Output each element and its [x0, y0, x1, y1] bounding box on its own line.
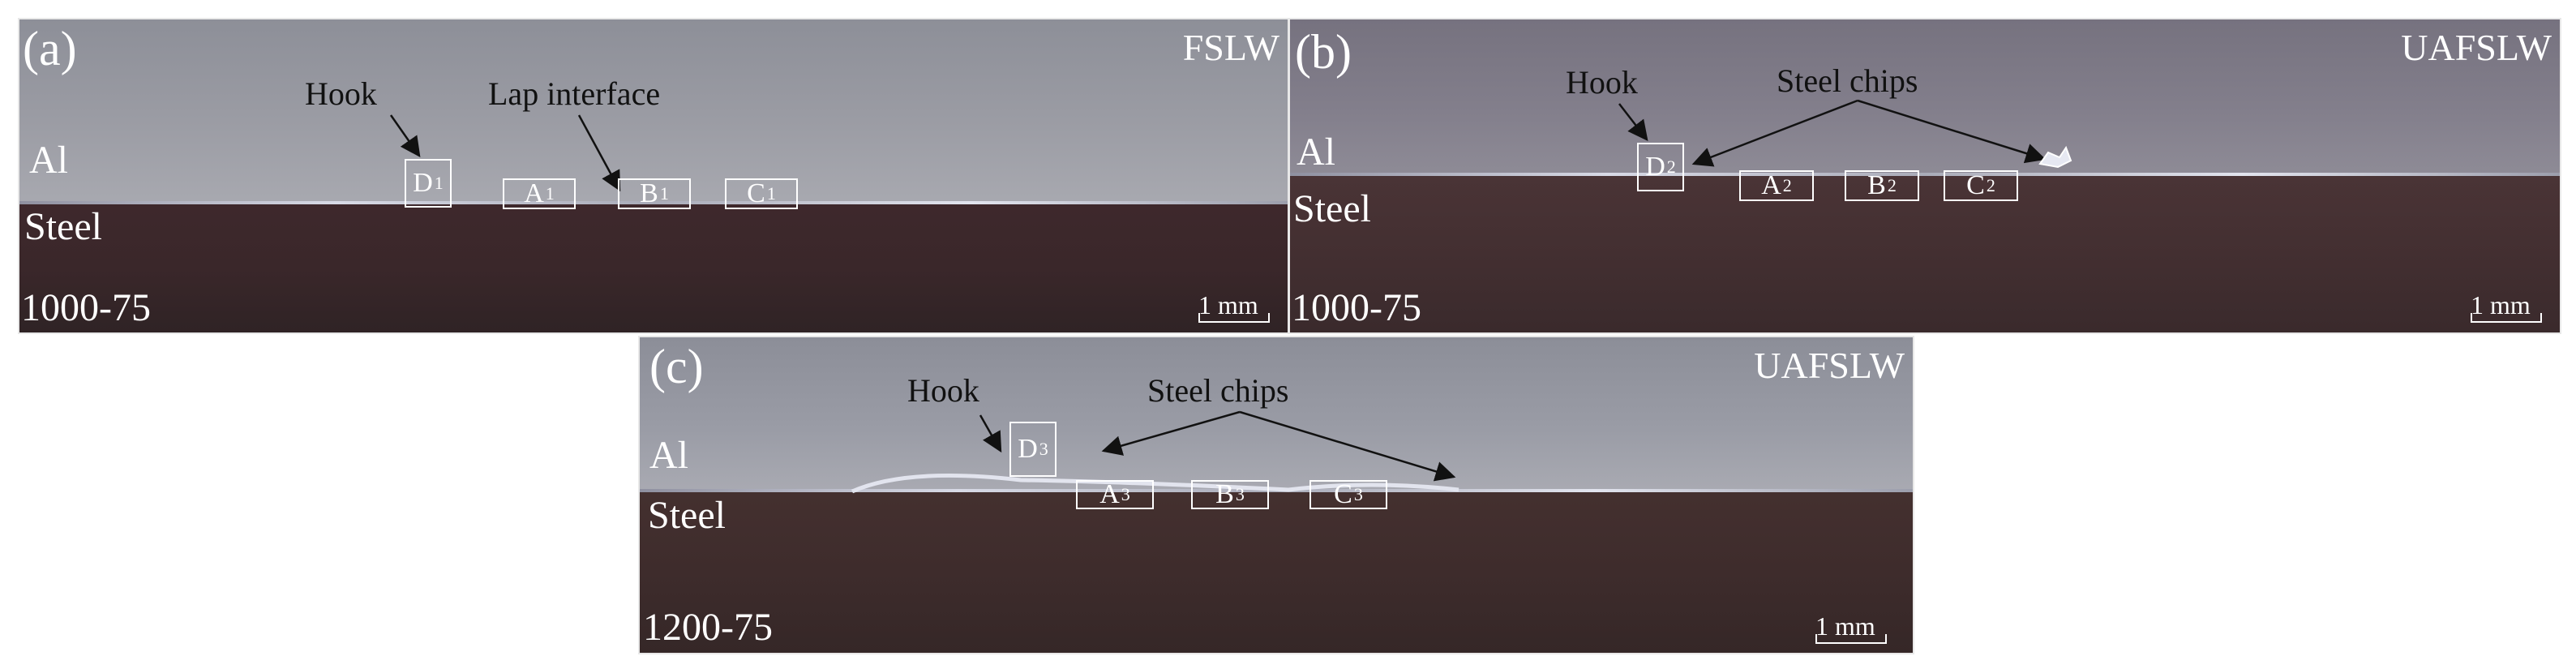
steel-layer — [1290, 175, 2560, 332]
hook-annotation: Hook — [907, 372, 979, 409]
steel-chips-arrow-left — [1691, 99, 1858, 167]
steel-layer — [19, 204, 1288, 332]
material-top-label: Al — [1297, 131, 1335, 174]
hook-arrow — [979, 414, 1002, 453]
panel-c: (c) UAFSLW Al Steel 1200-75 Hook Steel c… — [638, 336, 1914, 654]
process-label: UAFSLW — [2401, 27, 2552, 68]
scale-bar-line — [1198, 313, 1270, 323]
scale-bar-label: 1 mm — [1198, 290, 1258, 319]
scale-bar-label: 1 mm — [2471, 290, 2531, 319]
scale-bar: 1 mm — [1198, 290, 1270, 323]
hook-arrow — [1618, 103, 1648, 141]
material-bottom-label: Steel — [648, 494, 726, 537]
aluminum-layer — [1290, 19, 2560, 175]
scale-bar-line — [1815, 634, 1887, 644]
scale-bar: 1 mm — [1815, 611, 1887, 644]
panel-label: (c) — [649, 340, 704, 393]
annotation-arrows — [389, 114, 621, 192]
parameters-label: 1000-75 — [1292, 286, 1421, 329]
process-label: UAFSLW — [1754, 345, 1905, 386]
parameters-label: 1200-75 — [643, 606, 773, 649]
steel-chips-arrow-right — [1857, 99, 2047, 164]
annotation-arrows — [851, 410, 1459, 494]
material-top-label: Al — [649, 434, 688, 477]
annotation-arrows — [1618, 99, 2072, 169]
hook-annotation: Hook — [305, 75, 377, 112]
steel-chips-arrow-right — [1239, 410, 1456, 482]
panel-label: (b) — [1295, 25, 1352, 79]
scale-bar-label: 1 mm — [1815, 611, 1875, 641]
material-bottom-label: Steel — [24, 205, 102, 248]
panel-a: (a) FSLW Al Steel 1000-75 Hook Lap inter… — [18, 18, 1289, 334]
parameters-label: 1000-75 — [21, 286, 151, 329]
lap-interface-annotation: Lap interface — [488, 75, 661, 112]
aluminum-layer — [640, 337, 1913, 491]
steel-layer — [640, 491, 1913, 653]
lap-interface-line — [19, 201, 1288, 204]
panel-b: (b) UAFSLW Al Steel 1000-75 Hook Steel c… — [1288, 18, 2561, 334]
steel-chips-annotation: Steel chips — [1777, 62, 1918, 99]
lap-interface-line — [1290, 173, 2560, 176]
aluminum-layer — [19, 19, 1288, 204]
material-top-label: Al — [29, 139, 68, 182]
hook-arrow — [389, 114, 421, 158]
process-label: FSLW — [1182, 27, 1279, 68]
hook-annotation: Hook — [1566, 64, 1638, 101]
material-bottom-label: Steel — [1293, 187, 1371, 230]
steel-chip-particle — [2038, 145, 2072, 169]
steel-chips-arrow-left — [1101, 410, 1241, 456]
scale-bar: 1 mm — [2471, 290, 2542, 323]
steel-chips-annotation: Steel chips — [1147, 372, 1289, 409]
scale-bar-line — [2471, 313, 2542, 323]
panel-label: (a) — [23, 22, 77, 75]
stir-zone-interface — [851, 473, 1459, 494]
lap-interface-arrow — [577, 114, 621, 192]
